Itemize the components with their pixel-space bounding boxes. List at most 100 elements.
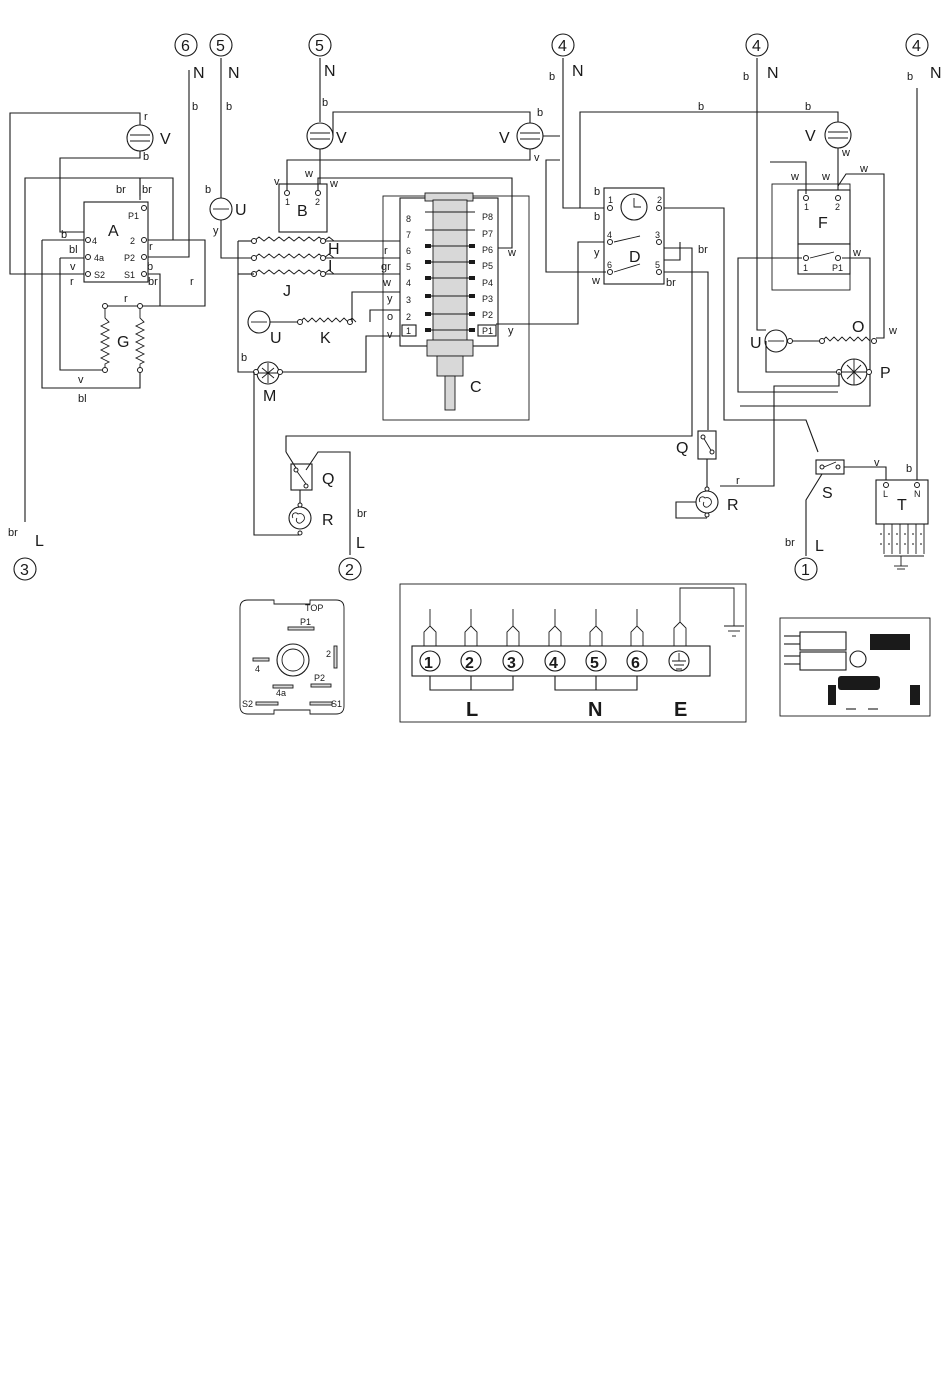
svg-text:R: R: [322, 512, 334, 529]
svg-text:y: y: [213, 225, 219, 237]
svg-text:J: J: [283, 283, 291, 300]
svg-text:br: br: [785, 537, 795, 549]
svg-text:3: 3: [655, 230, 660, 240]
pin-label: S2: [94, 270, 105, 280]
svg-text:N: N: [930, 65, 942, 82]
svg-text:1: 1: [801, 562, 810, 579]
door-switch-q-right: [697, 430, 717, 460]
svg-text:1: 1: [608, 195, 613, 205]
wire-label: r: [70, 276, 74, 288]
grill-element-g: [99, 306, 111, 370]
heating-element-i: [253, 253, 335, 259]
svg-text:5: 5: [315, 38, 324, 55]
supply-number-1: [794, 557, 818, 581]
supply-number-5-center: [308, 33, 332, 57]
svg-text:3: 3: [20, 562, 29, 579]
section-center: 5 N b U b y 5 N b V B 1 2 v w w w: [205, 33, 693, 581]
svg-text:4: 4: [255, 664, 260, 674]
svg-text:V: V: [805, 128, 816, 145]
svg-text:b: b: [907, 71, 913, 83]
svg-text:K: K: [320, 330, 331, 347]
svg-text:R: R: [727, 497, 739, 514]
svg-text:P1: P1: [832, 263, 843, 273]
svg-text:Q: Q: [676, 440, 688, 457]
label-l: L: [35, 533, 44, 550]
pin-label: P2: [124, 253, 135, 263]
supply-number-4-module: [905, 33, 929, 57]
heating-element-o: [821, 336, 871, 342]
svg-text:b: b: [205, 184, 211, 196]
svg-text:w: w: [821, 171, 830, 183]
svg-text:6: 6: [181, 38, 190, 55]
svg-text:P1: P1: [300, 617, 311, 627]
svg-text:w: w: [507, 247, 516, 259]
group-label-l: L: [466, 699, 478, 721]
svg-text:B: B: [297, 203, 308, 220]
svg-text:U: U: [270, 330, 282, 347]
label-a: A: [108, 223, 119, 240]
svg-text:1: 1: [803, 263, 808, 273]
supply-number-5: [209, 33, 233, 57]
pin-label: P1: [128, 211, 139, 221]
label-v-left: V: [160, 131, 171, 148]
svg-text:S2: S2: [242, 699, 253, 709]
pin-label: 4a: [94, 253, 104, 263]
svg-text:N: N: [767, 65, 779, 82]
oven-lamp-r-right: [695, 490, 719, 514]
supply-number-4-timer: [551, 33, 575, 57]
svg-text:P: P: [880, 365, 891, 382]
wire-label: bl: [69, 244, 78, 256]
module-layout: [779, 617, 931, 717]
svg-text:br: br: [357, 508, 367, 520]
svg-text:P8: P8: [482, 212, 493, 222]
svg-text:2: 2: [406, 312, 411, 322]
heating-element-h: [253, 236, 335, 242]
pin-label: 4: [92, 236, 97, 246]
svg-text:6: 6: [406, 246, 411, 256]
svg-text:v: v: [274, 176, 280, 188]
svg-text:b: b: [594, 211, 600, 223]
pin-label: 2: [130, 236, 135, 246]
neon-lamp-v-left: [126, 124, 154, 152]
svg-text:6: 6: [607, 260, 612, 270]
terminal-6: 6: [631, 655, 640, 672]
svg-text:2: 2: [835, 202, 840, 212]
svg-text:w: w: [852, 247, 861, 259]
svg-text:N: N: [228, 65, 240, 82]
svg-text:P6: P6: [482, 245, 493, 255]
svg-text:r: r: [384, 245, 388, 257]
terminal-1: 1: [424, 655, 433, 672]
svg-text:r: r: [736, 475, 740, 487]
wire-label: b: [147, 261, 153, 273]
svg-text:gr: gr: [381, 261, 391, 273]
svg-text:b: b: [698, 101, 704, 113]
svg-text:O: O: [852, 319, 864, 336]
svg-text:br: br: [698, 244, 708, 256]
svg-text:5: 5: [216, 38, 225, 55]
svg-text:N: N: [572, 63, 584, 80]
svg-text:C: C: [470, 379, 482, 396]
svg-text:w: w: [841, 147, 850, 159]
svg-text:5: 5: [406, 262, 411, 272]
svg-text:T: T: [897, 497, 907, 514]
supply-number-2: [338, 557, 362, 581]
svg-text:4: 4: [558, 38, 567, 55]
svg-text:b: b: [549, 71, 555, 83]
supply-number-6: [174, 33, 198, 57]
wire-label: br: [142, 184, 152, 196]
svg-text:y: y: [508, 325, 514, 337]
label-n: N: [193, 65, 205, 82]
svg-text:b: b: [537, 107, 543, 119]
svg-text:U: U: [750, 335, 762, 352]
terminal-block: 1 2 3 4 5 6 L N E: [399, 583, 747, 723]
svg-text:P5: P5: [482, 261, 493, 271]
svg-text:w: w: [591, 275, 600, 287]
svg-text:w: w: [329, 178, 338, 190]
svg-text:w: w: [304, 168, 313, 180]
heating-element-j: [253, 269, 335, 275]
svg-text:w: w: [859, 163, 868, 175]
svg-text:b: b: [226, 101, 232, 113]
svg-text:1: 1: [285, 197, 290, 207]
svg-text:8: 8: [406, 214, 411, 224]
